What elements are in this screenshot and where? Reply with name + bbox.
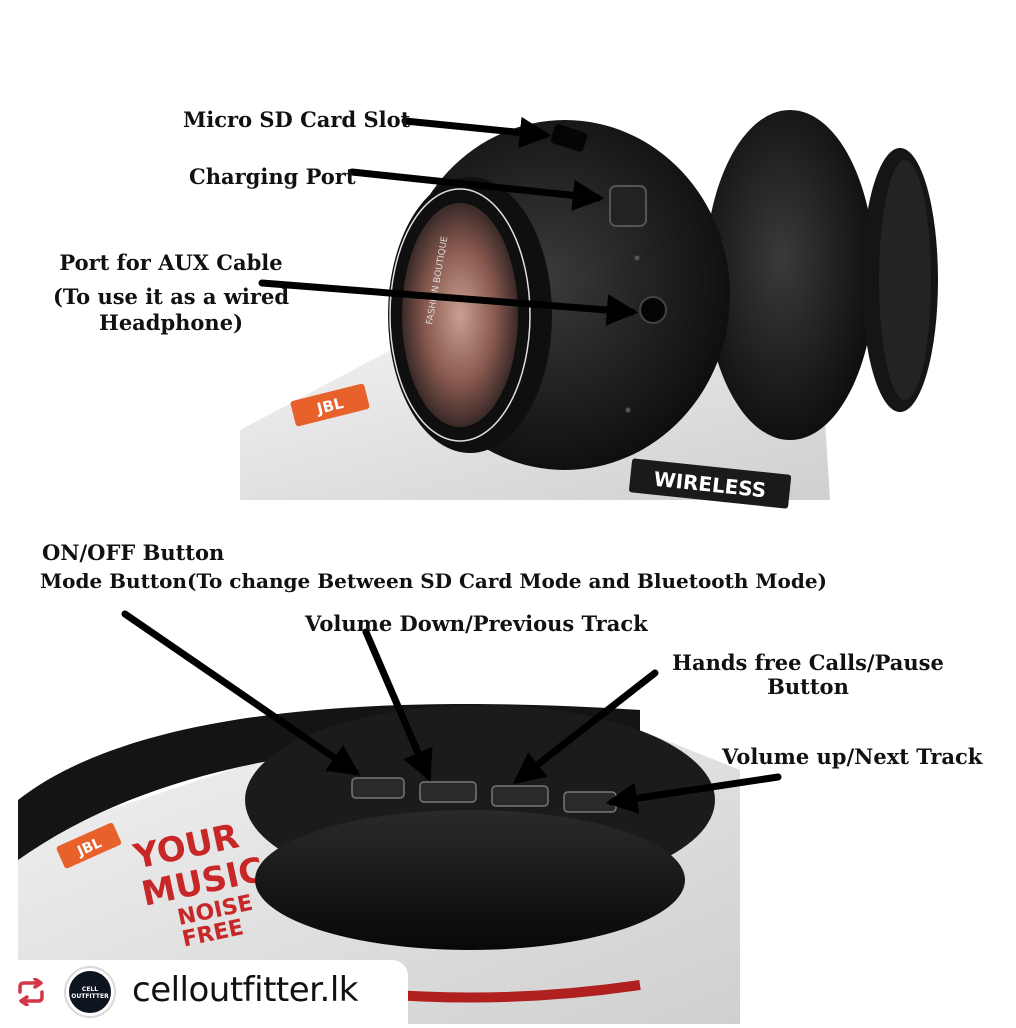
sd-slot-shape — [550, 124, 588, 152]
arrow-on-off — [121, 610, 361, 776]
avatar-logo-text: CELL OUTFITTER — [71, 986, 109, 1000]
charging-port-shape — [609, 185, 647, 227]
headband — [18, 704, 640, 860]
control-buttons — [351, 777, 617, 813]
label-sd-slot: Micro SD Card Slot — [183, 107, 411, 132]
arrow-pause — [513, 669, 659, 784]
label-aux-line3: Headphone) — [98, 310, 244, 335]
arrow-aux — [258, 279, 639, 326]
username[interactable]: celloutfitter.lk — [132, 970, 358, 1010]
label-aux-line1: Port for AUX Cable — [59, 250, 283, 275]
label-hands-free-line1: Hands free Calls/Pause — [672, 650, 944, 675]
jbl-logo-top: JBL — [290, 383, 370, 427]
wireless-badge: WIRELESS — [629, 458, 792, 509]
label-aux-port: Port for AUX Cable (To use it as a wired… — [40, 251, 302, 335]
right-ear-cup — [705, 110, 875, 440]
arrow-charging — [348, 168, 605, 212]
bottom-ear-cushion — [255, 810, 685, 950]
top-photo: JBL WIRELESS FASHION BOUTIQUE — [240, 110, 938, 509]
logo-plate — [402, 203, 518, 427]
box-slogan: YOUR MUSIC NOISE FREE — [129, 816, 267, 952]
arrow-vol-up — [605, 773, 782, 814]
label-mode-button: Mode Button(To change Between SD Card Mo… — [40, 569, 828, 593]
repost-bar: CELL OUTFITTER celloutfitter.lk — [0, 960, 408, 1024]
label-hands-free: Hands free Calls/Pause Button — [666, 651, 950, 699]
label-volume-down: Volume Down/Previous Track — [305, 611, 648, 636]
arrow-vol-down — [362, 628, 433, 782]
label-aux-line2: (To use it as a wired — [52, 284, 290, 309]
callout-arrows — [121, 116, 782, 814]
label-hands-free-line2: Button — [767, 674, 849, 699]
label-on-off: ON/OFF Button — [42, 540, 225, 565]
power-button-shape — [351, 777, 405, 799]
label-volume-up: Volume up/Next Track — [722, 744, 983, 769]
avatar[interactable]: CELL OUTFITTER — [66, 968, 114, 1016]
bottom-photo: YOUR MUSIC NOISE FREE JBL — [18, 704, 740, 1024]
label-charging-port: Charging Port — [189, 164, 356, 189]
volume-down-button-shape — [419, 781, 477, 803]
pause-button-shape — [491, 785, 549, 807]
aux-port-shape — [639, 296, 667, 324]
repost-icon[interactable] — [14, 978, 48, 1006]
arrow-sd-slot — [401, 116, 552, 149]
volume-up-button-shape — [563, 791, 617, 813]
jbl-logo-bottom: JBL — [56, 822, 122, 869]
